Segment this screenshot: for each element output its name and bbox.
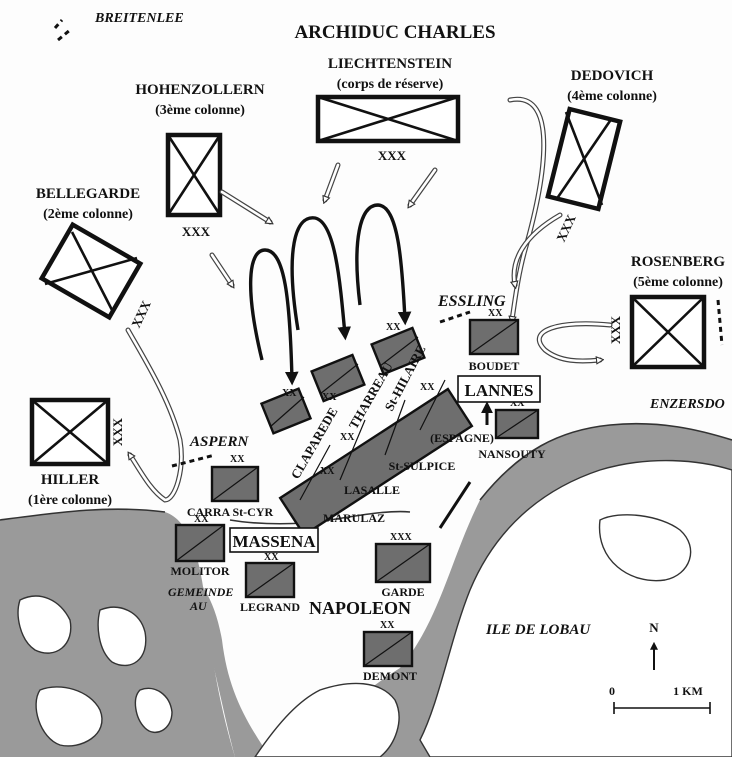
size-cavalry-1: XX <box>320 466 335 477</box>
place-lobau: ILE DE LOBAU <box>485 622 591 638</box>
unit-cavalry-line <box>278 379 474 537</box>
lannes-box <box>457 375 541 403</box>
place-breitenlee: BREITENLEE <box>94 11 184 26</box>
unit-bellegarde <box>38 221 144 321</box>
danube-river <box>0 422 732 757</box>
french-counterattack-arrows <box>249 203 412 386</box>
unit-sthilaire <box>370 326 426 376</box>
place-gemeinde: GEMEINDE <box>168 585 233 599</box>
essling-marker <box>439 310 471 324</box>
size-legrand: XX <box>264 552 279 563</box>
label-stsulpice: St-SULPICE <box>389 459 456 473</box>
unit-tharreau <box>310 353 366 403</box>
size-sthilaire: XX <box>386 322 401 333</box>
rosenberg-size: XXX <box>608 315 623 344</box>
unit-demont <box>362 630 414 668</box>
unit-claparede <box>259 387 313 435</box>
hohenzollern-size: XXX <box>182 224 211 239</box>
hiller-name: HILLER <box>41 472 100 488</box>
scale-km: 1 KM <box>673 684 703 698</box>
size-cavalry-3: XX <box>420 382 435 393</box>
size-boudet: XX <box>488 308 503 319</box>
label-molitor: MOLITOR <box>170 564 229 578</box>
division-size-markers: XX XX XX XX XX XX XX XXX XX XX XX XX XX <box>194 308 525 631</box>
label-garde: GARDE <box>381 585 424 599</box>
unit-rosenberg <box>629 294 707 370</box>
rosenberg-sub: (5ème colonne) <box>633 275 723 290</box>
north-label: N <box>649 620 659 635</box>
rosenberg-dash <box>716 299 724 346</box>
size-garde: XXX <box>390 532 412 543</box>
size-claparede: XX <box>282 388 297 399</box>
unit-hohenzollern <box>165 132 223 218</box>
hohenzollern-name: HOHENZOLLERN <box>135 82 264 98</box>
bellegarde-size: XXX <box>128 298 154 330</box>
label-lasalle: LASALLE <box>344 483 400 497</box>
size-tharreau: XX <box>322 392 337 403</box>
label-boudet: BOUDET <box>469 359 520 373</box>
hiller-size: XXX <box>110 417 125 446</box>
label-napoleon: NAPOLEON <box>309 598 411 618</box>
liechtenstein-name: LIECHTENSTEIN <box>328 56 452 72</box>
bellegarde-sub: (2ème colonne) <box>43 207 133 222</box>
unit-liechtenstein <box>315 94 461 144</box>
place-essling: ESSLING <box>437 293 506 310</box>
unit-garde <box>374 542 432 584</box>
unit-nansouty <box>494 408 540 440</box>
place-enzersdorf: ENZERSDO <box>649 397 725 412</box>
unit-legrand <box>244 561 296 599</box>
size-demont: XX <box>380 620 395 631</box>
label-carra: CARRA St-CYR <box>187 505 274 519</box>
breitenlee-marker <box>53 19 71 42</box>
label-legrand: LEGRAND <box>240 600 300 614</box>
massena-box <box>229 527 319 553</box>
place-au: AU <box>189 599 208 613</box>
scale-bar <box>613 702 711 714</box>
label-massena: MASSENA <box>232 532 316 551</box>
dedovich-name: DEDOVICH <box>571 68 654 84</box>
label-nansouty: NANSOUTY <box>478 447 546 461</box>
size-carra: XX <box>230 454 245 465</box>
liechtenstein-size: XXX <box>378 148 407 163</box>
dedovich-sub: (4ème colonne) <box>567 89 657 104</box>
hohenzollern-sub: (3ème colonne) <box>155 103 245 118</box>
liechtenstein-sub: (corps de réserve) <box>337 77 444 92</box>
label-marulaz: MARULAZ <box>323 511 385 525</box>
place-aspern: ASPERN <box>189 434 250 450</box>
size-nansouty: XX <box>510 398 525 409</box>
hiller-sub: (1ère colonne) <box>28 493 112 508</box>
map-title: ARCHIDUC CHARLES <box>294 22 495 43</box>
bellegarde-name: BELLEGARDE <box>36 186 140 202</box>
label-lannes: LANNES <box>465 381 534 400</box>
label-demont: DEMONT <box>363 669 417 683</box>
aspern-marker <box>171 453 216 468</box>
unit-carra <box>210 465 260 503</box>
guard-line <box>438 481 472 529</box>
label-espagne: (ESPAGNE) <box>430 431 494 445</box>
unit-dedovich <box>545 106 623 212</box>
rosenberg-name: ROSENBERG <box>631 254 726 270</box>
unit-molitor <box>174 523 226 563</box>
size-molitor: XX <box>194 514 209 525</box>
scale-zero: 0 <box>609 684 615 698</box>
unit-boudet <box>468 318 520 356</box>
unit-hiller <box>29 397 111 467</box>
size-cavalry-2: XX <box>340 432 355 443</box>
